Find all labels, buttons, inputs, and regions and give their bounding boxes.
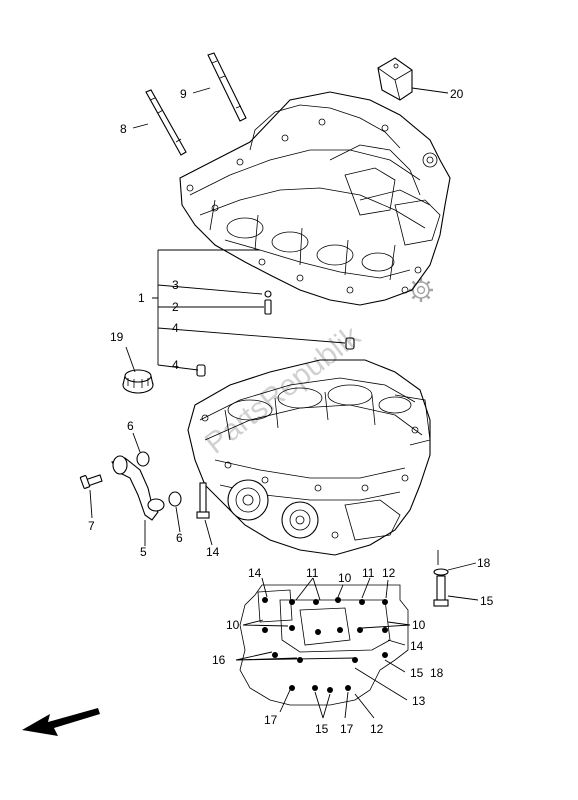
filler-cap-19 bbox=[122, 369, 154, 394]
callout-4b: 4 bbox=[172, 358, 179, 372]
callout-6b: 6 bbox=[176, 531, 183, 545]
upper-crankcase bbox=[179, 91, 451, 306]
callout-11a: 11 bbox=[306, 566, 319, 580]
front-direction-arrow-icon bbox=[22, 708, 100, 736]
callout-9: 9 bbox=[180, 87, 187, 101]
stud-bolt-9 bbox=[207, 52, 247, 122]
o-ring-6b bbox=[168, 491, 182, 507]
callout-16: 16 bbox=[212, 653, 226, 667]
callout-18b: 18 bbox=[430, 666, 444, 680]
callout-20: 20 bbox=[450, 87, 464, 101]
callout-10a: 10 bbox=[338, 571, 352, 585]
callout-11b: 11 bbox=[362, 566, 375, 580]
callout-4a: 4 bbox=[172, 321, 179, 335]
callout-12a: 12 bbox=[382, 566, 396, 580]
stud-bolt-8 bbox=[145, 89, 187, 156]
leader-lines bbox=[89, 87, 479, 719]
gear-icon bbox=[409, 278, 433, 302]
callout-15b: 15 bbox=[410, 666, 424, 680]
o-ring-6a bbox=[136, 451, 150, 467]
bolt-7 bbox=[79, 474, 103, 489]
bolt-14 bbox=[196, 482, 210, 519]
callout-labels: 1 2 3 4 4 5 6 6 7 8 9 20 19 14 18 15 14 … bbox=[88, 87, 494, 736]
callout-1: 1 bbox=[138, 291, 145, 305]
callout-12b: 12 bbox=[370, 722, 384, 736]
callout-19: 19 bbox=[110, 330, 124, 344]
lower-crankcase bbox=[187, 359, 431, 556]
callout-14b: 14 bbox=[248, 566, 262, 580]
callout-15c: 15 bbox=[315, 722, 329, 736]
callout-6a: 6 bbox=[127, 419, 134, 433]
callout-17a: 17 bbox=[264, 713, 278, 727]
callout-17b: 17 bbox=[340, 722, 354, 736]
callout-2: 2 bbox=[172, 300, 179, 314]
callout-18a: 18 bbox=[477, 556, 491, 570]
callout-13: 13 bbox=[412, 694, 426, 708]
dowel-pin-4b bbox=[196, 364, 206, 377]
callout-15a: 15 bbox=[480, 594, 494, 608]
callout-5: 5 bbox=[140, 545, 147, 559]
ball-3 bbox=[264, 290, 272, 298]
callout-3: 3 bbox=[172, 278, 179, 292]
dowel-pin-4a bbox=[345, 337, 355, 350]
breather-cover-20 bbox=[377, 57, 413, 101]
callout-14c: 14 bbox=[410, 639, 424, 653]
pin-2 bbox=[264, 299, 272, 315]
callout-8: 8 bbox=[120, 122, 127, 136]
callout-10b: 10 bbox=[226, 618, 240, 632]
callout-10c: 10 bbox=[412, 618, 426, 632]
oil-hose-5 bbox=[111, 455, 165, 521]
bolt-pattern-plan bbox=[239, 584, 409, 706]
callout-7: 7 bbox=[88, 519, 95, 533]
bolt-15-washer-18 bbox=[433, 568, 449, 607]
callout-14a: 14 bbox=[206, 545, 220, 559]
